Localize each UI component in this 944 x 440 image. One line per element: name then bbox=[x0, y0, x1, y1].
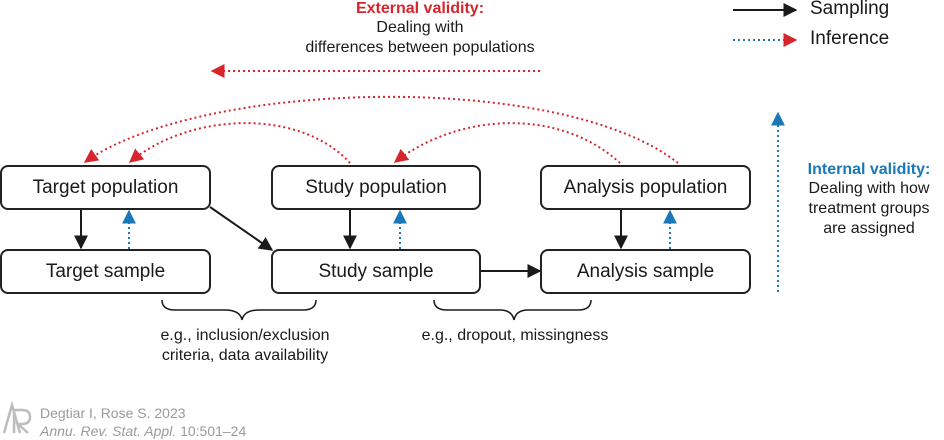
external-validity-line2: differences between populations bbox=[305, 39, 535, 56]
internal-validity-block: Internal validity: Dealing with how trea… bbox=[793, 161, 944, 239]
internal-validity-line1: Dealing with how bbox=[808, 180, 930, 197]
target-sample-box: Target sample bbox=[0, 249, 211, 294]
analysis-sample-box: Analysis sample bbox=[540, 249, 751, 294]
study-sample-box: Study sample bbox=[271, 249, 481, 294]
arc-analysis-to-study bbox=[393, 122, 621, 164]
left-annotation: e.g., inclusion/exclusion criteria, data… bbox=[130, 326, 360, 366]
legend-sampling-label: Sampling bbox=[810, 0, 890, 19]
internal-validity-line3: are assigned bbox=[823, 220, 915, 237]
left-annotation-line2: criteria, data availability bbox=[161, 347, 329, 364]
right-brace bbox=[433, 299, 592, 321]
arc-analysis-to-target bbox=[83, 95, 679, 164]
ar-logo bbox=[2, 400, 32, 434]
citation-journal: Annu. Rev. Stat. Appl. bbox=[40, 423, 177, 439]
right-annotation-line1: e.g., dropout, missingness bbox=[421, 327, 609, 344]
arc-study-to-target bbox=[128, 122, 351, 164]
analysis-population-box: Analysis population bbox=[540, 165, 751, 210]
citation-authors: Degtiar I, Rose S. 2023 bbox=[40, 405, 186, 421]
right-annotation: e.g., dropout, missingness bbox=[395, 326, 635, 346]
external-validity-title: External validity: bbox=[355, 0, 485, 17]
study-population-box: Study population bbox=[271, 165, 481, 210]
external-validity-block: External validity: Dealing with differen… bbox=[270, 0, 570, 58]
target-population-box: Target population bbox=[0, 165, 211, 210]
citation: Degtiar I, Rose S. 2023 Annu. Rev. Stat.… bbox=[40, 404, 246, 440]
arrow-target-pop-to-study-sample bbox=[209, 206, 274, 251]
left-annotation-line1: e.g., inclusion/exclusion bbox=[160, 327, 330, 344]
external-validity-line1: Dealing with bbox=[376, 19, 464, 36]
left-brace bbox=[161, 299, 317, 321]
legend-inference-label: Inference bbox=[810, 28, 890, 49]
internal-validity-line2: treatment groups bbox=[808, 200, 930, 217]
internal-validity-title: Internal validity: bbox=[807, 161, 931, 178]
citation-pages: 10:501–24 bbox=[176, 423, 247, 439]
